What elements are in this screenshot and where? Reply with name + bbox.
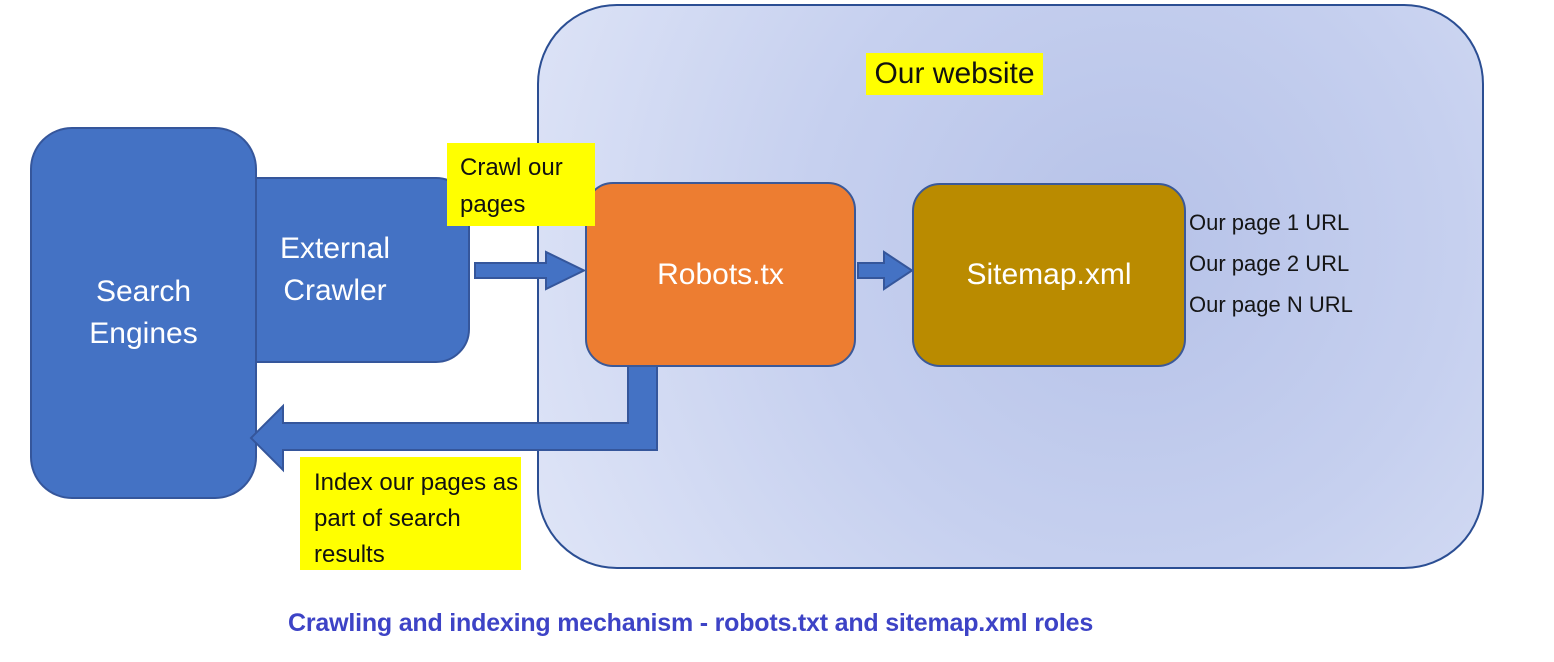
external-crawler-label: External Crawler — [279, 232, 391, 307]
caption: Crawling and indexing mechanism - robots… — [288, 609, 1094, 637]
our-website-label: Our website — [866, 53, 1043, 95]
crawl-label-text: Crawl our pages — [460, 154, 563, 218]
our-website-label-text: Our website — [874, 57, 1035, 90]
robots-node: Robots.tx — [585, 182, 856, 367]
crawl-label: Crawl our pages — [447, 143, 595, 226]
search-engines-label: Search Engines — [89, 275, 198, 350]
url-item: Our page 2 URL — [1189, 250, 1350, 276]
url-list: Our page 1 URL Our page 2 URL Our page N… — [1189, 202, 1379, 325]
robots-label: Robots.tx — [657, 257, 784, 291]
index-label-text: Index our pages as part of search result… — [314, 469, 519, 568]
url-item: Our page N URL — [1189, 291, 1353, 317]
index-label: Index our pages as part of search result… — [300, 457, 521, 570]
sitemap-label: Sitemap.xml — [966, 258, 1132, 291]
url-item: Our page 1 URL — [1189, 209, 1350, 235]
search-engines-node: Search Engines — [30, 127, 257, 499]
sitemap-node: Sitemap.xml — [912, 183, 1186, 367]
